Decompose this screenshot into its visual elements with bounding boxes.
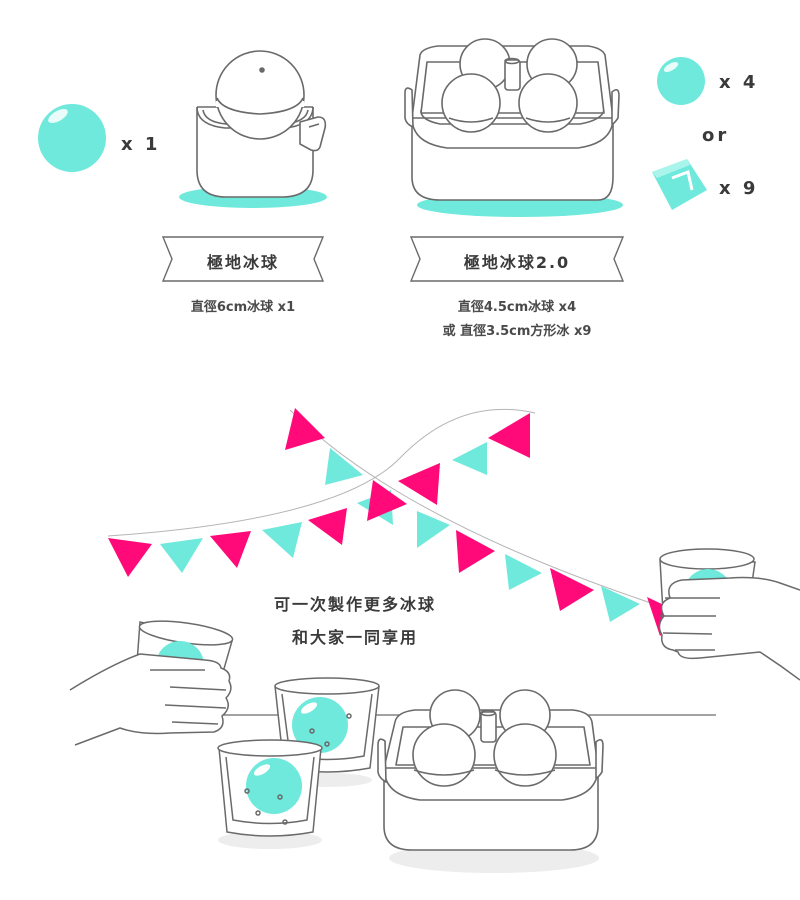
ice-ball-mold-2-illustration <box>377 689 604 851</box>
left-product-name: 極地冰球 <box>206 253 279 272</box>
ice-ball-icon <box>38 104 106 172</box>
ice-ball-mold-illustration <box>179 50 327 208</box>
left-product-desc: 直徑6cm冰球 x1 <box>190 300 296 315</box>
hand-illustration <box>658 576 800 681</box>
glass-illustration <box>217 739 323 837</box>
hand-illustration <box>69 653 232 746</box>
or-label: or <box>702 125 730 146</box>
right-product-desc-line2: 或 直徑3.5cm方形冰 x9 <box>442 324 592 339</box>
ribbon-left <box>161 236 325 282</box>
right-product-desc-line1: 直徑4.5cm冰球 x4 <box>457 300 577 315</box>
ball-count-label: x 4 <box>719 72 759 93</box>
bunting-flags <box>107 408 683 636</box>
right-product-name: 極地冰球2.0 <box>463 253 571 272</box>
ice-cube-icon <box>652 159 707 210</box>
ribbon-right <box>409 236 625 282</box>
tagline-line2: 和大家一同享用 <box>291 628 418 647</box>
ice-ball-mold-2-illustration <box>404 38 623 217</box>
tagline-line1: 可一次製作更多冰球 <box>273 595 436 614</box>
left-count-label: x 1 <box>121 134 161 155</box>
ice-ball-icon <box>657 57 705 105</box>
cube-count-label: x 9 <box>719 178 759 199</box>
